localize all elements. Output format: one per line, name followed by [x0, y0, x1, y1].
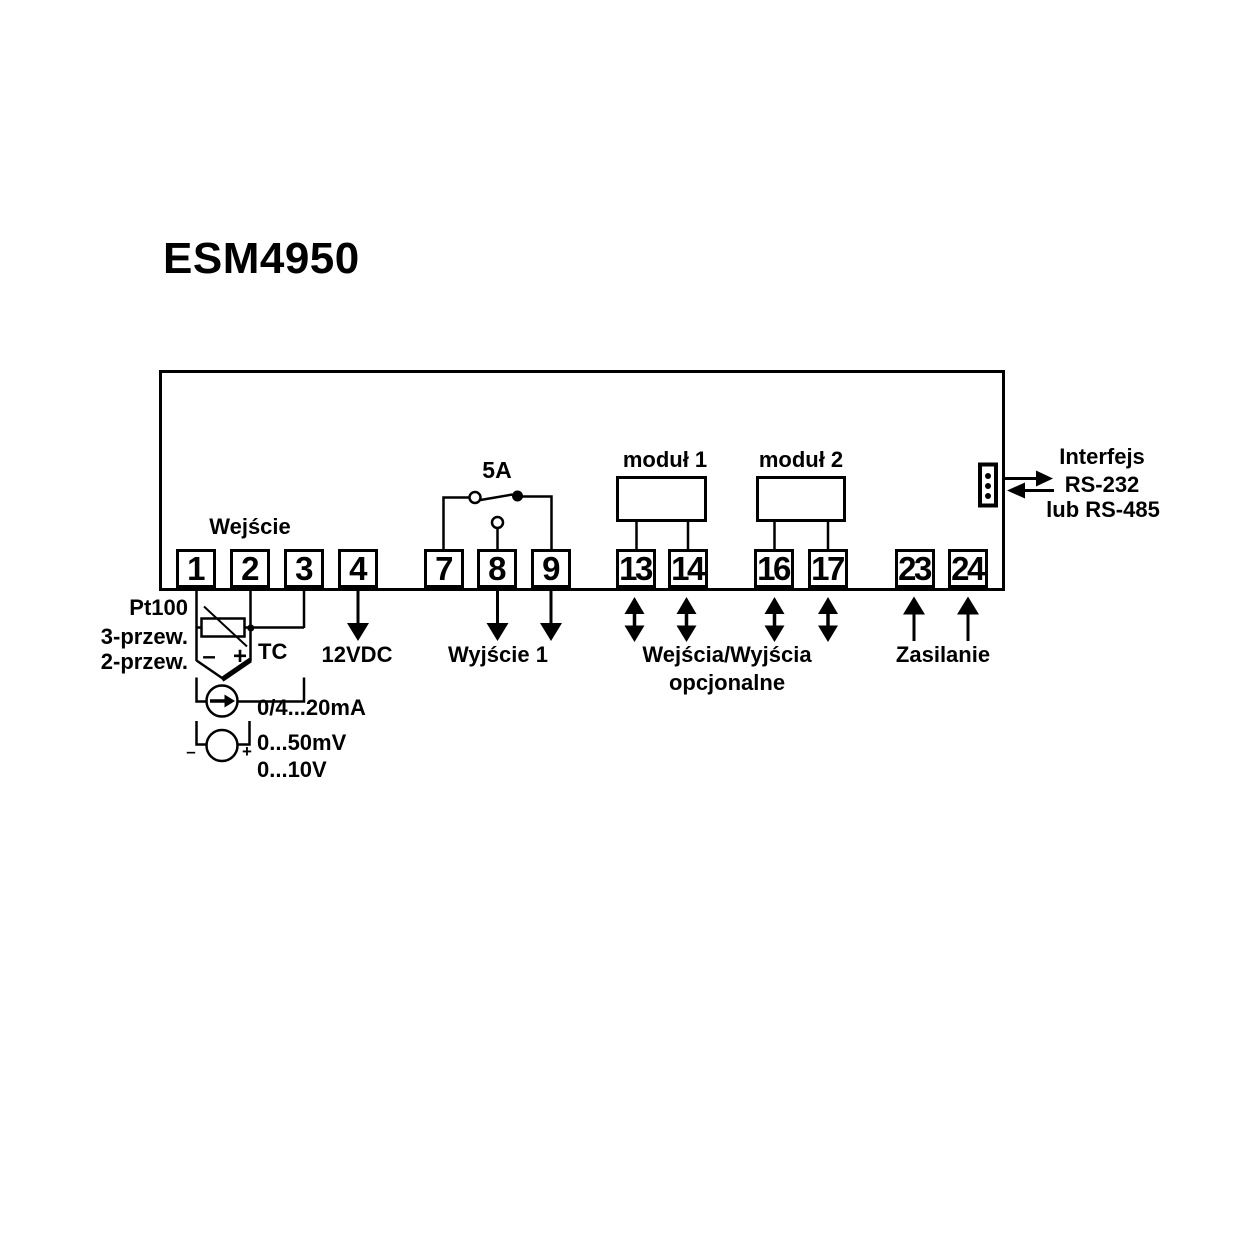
module2-label: moduł 2	[758, 447, 844, 472]
pt100-symbol	[200, 617, 246, 638]
current-source-icon	[205, 684, 239, 718]
dc12v-arrow-icon	[347, 591, 369, 641]
power-label: Zasilanie	[895, 642, 991, 667]
page-title: ESM4950	[163, 234, 360, 283]
relay-rating-label: 5A	[482, 457, 512, 483]
tc-plus-sign: +	[232, 643, 248, 670]
mv-range-label: 0...50mV	[257, 730, 347, 755]
terminal-box-16: 16	[754, 549, 794, 588]
terminal-box-17: 17	[808, 549, 848, 588]
power-arrow-icons	[903, 596, 979, 641]
terminal-box-8: 8	[477, 549, 517, 588]
module1-box	[616, 476, 707, 522]
voltage-source-icon	[205, 728, 239, 763]
current-range-label: 0/4...20mA	[257, 695, 366, 720]
output1-label: Wyjście 1	[448, 642, 548, 667]
module2-box	[756, 476, 846, 522]
v-range-label: 0...10V	[257, 757, 327, 782]
optional-io-arrow-icons	[624, 597, 838, 642]
interface-label-line3: lub RS-485	[1046, 497, 1160, 522]
junction-dot-icon	[247, 624, 255, 632]
wire3-label: 3-przew.	[100, 624, 188, 649]
interface-label-line1: Interfejs	[1059, 444, 1145, 469]
double-arrow-icon	[764, 597, 785, 642]
terminal-box-14: 14	[668, 549, 708, 588]
terminal-box-13: 13	[616, 549, 656, 588]
source-plus-sign: +	[242, 742, 252, 761]
terminal-box-23: 23	[895, 549, 935, 588]
module1-label: moduł 1	[622, 447, 708, 472]
output1-arrow-icons	[486, 591, 562, 641]
terminal-box-7: 7	[424, 549, 464, 588]
dc12v-label: 12VDC	[321, 642, 393, 667]
terminal-box-9: 9	[531, 549, 571, 588]
optional-io-label-line2: opcjonalne	[668, 670, 786, 695]
terminal-box-2: 2	[230, 549, 270, 588]
double-arrow-icon	[818, 597, 838, 642]
tc-label: TC	[258, 639, 288, 664]
optional-io-label-line1: Wejścia/Wyjścia	[642, 642, 812, 667]
tc-minus-sign: –	[202, 643, 216, 670]
terminal-box-4: 4	[338, 549, 378, 588]
double-arrow-icon	[676, 597, 697, 642]
terminal-box-3: 3	[284, 549, 324, 588]
rs-out-arrow-icon	[1005, 470, 1053, 487]
interface-label-line2: RS-232	[1064, 472, 1140, 497]
wire2-label: 2-przew.	[100, 649, 188, 674]
double-arrow-icon	[624, 597, 645, 642]
terminal-box-24: 24	[948, 549, 988, 588]
input-group-label: Wejście	[209, 514, 291, 539]
terminal-box-1: 1	[176, 549, 216, 588]
pt100-label: Pt100	[129, 595, 188, 620]
source-minus-sign: –	[186, 742, 196, 761]
